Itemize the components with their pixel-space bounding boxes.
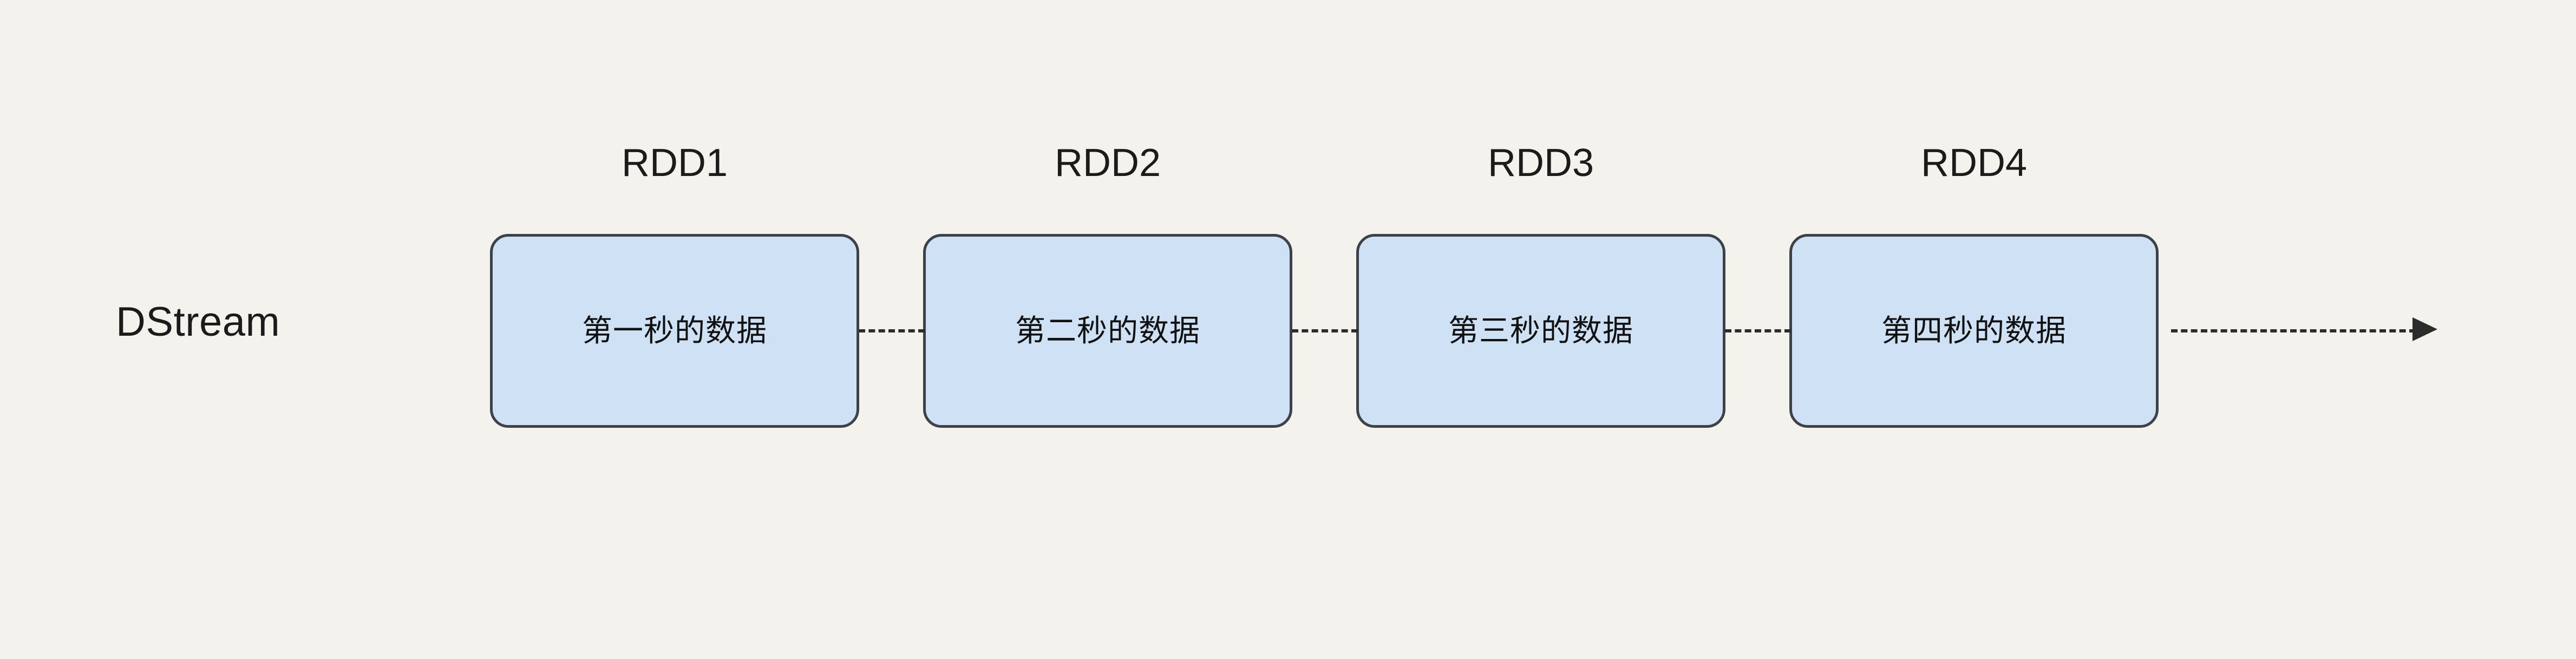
rdd-box-label: 第二秒的数据 (1015, 314, 1200, 348)
rdd-box[interactable]: 第一秒的数据 (490, 234, 859, 428)
rdd-sequence: RDD1 第一秒的数据 RDD2 第二秒的数据 RDD3 第三秒的数据 RDD4… (490, 130, 2174, 433)
rdd-node[interactable]: RDD4 第四秒的数据 (1789, 130, 2159, 429)
rdd-node[interactable]: RDD2 第二秒的数据 (923, 130, 1292, 429)
rdd-box[interactable]: 第二秒的数据 (923, 234, 1292, 428)
rdd-box[interactable]: 第四秒的数据 (1789, 234, 2159, 428)
dashed-arrow-icon (2171, 313, 2442, 347)
dashed-connector-icon (1725, 329, 1791, 332)
rdd-box-label: 第四秒的数据 (1881, 314, 2067, 348)
rdd-box-label: 第三秒的数据 (1448, 314, 1633, 348)
dashed-connector-icon (859, 329, 925, 332)
arrow-line (2171, 329, 2416, 332)
rdd-box[interactable]: 第三秒的数据 (1356, 234, 1725, 428)
rdd-caption: RDD4 (1920, 141, 2028, 185)
rdd-caption: RDD3 (1487, 141, 1594, 185)
rdd-caption: RDD1 (621, 141, 728, 185)
dstream-row-label: DStream (116, 299, 280, 345)
rdd-box-label: 第一秒的数据 (582, 314, 767, 348)
arrow-head-icon (2412, 317, 2437, 341)
rdd-node[interactable]: RDD3 第三秒的数据 (1356, 130, 1725, 429)
dashed-connector-icon (1292, 329, 1358, 332)
rdd-node[interactable]: RDD1 第一秒的数据 (490, 130, 859, 429)
rdd-caption: RDD2 (1054, 141, 1161, 185)
